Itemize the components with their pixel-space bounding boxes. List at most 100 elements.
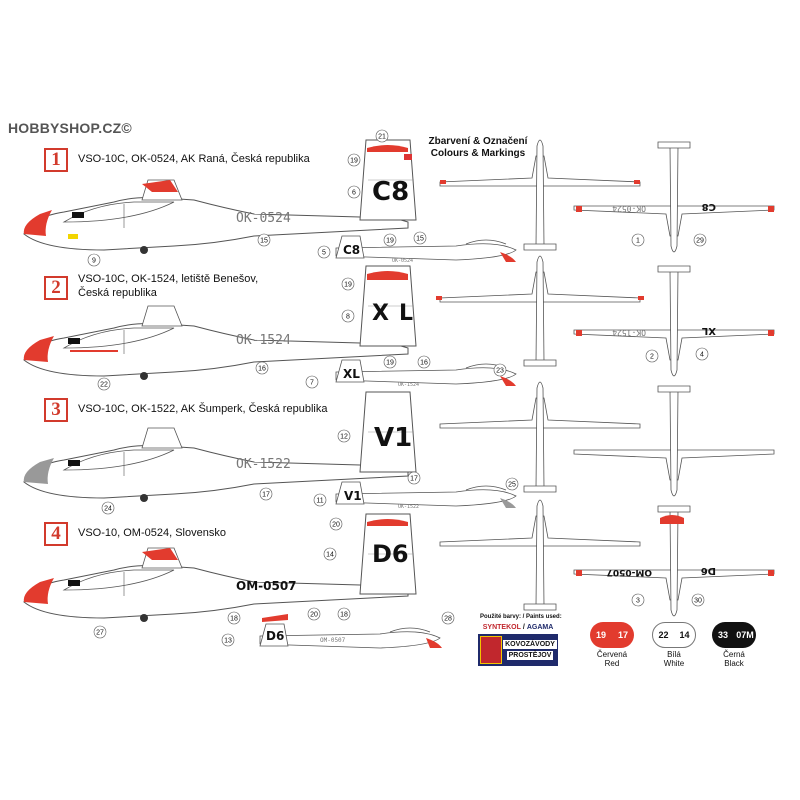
swatch-name-en: Red [604, 659, 620, 668]
callout: 4 [695, 347, 709, 361]
callout-label: 5 [322, 250, 326, 257]
wing-tip-red [576, 570, 582, 576]
callouts: 21 19 6 9 15 5 19 15 1 29 19 8 22 16 7 1… [87, 129, 709, 647]
callout-label: 19 [386, 360, 394, 367]
callout-label: 4 [700, 352, 704, 359]
callout-label: 15 [416, 236, 424, 243]
callout: 25 [505, 477, 519, 491]
swatch-name-en: White [663, 659, 685, 668]
tail-code-4: D6 [372, 540, 409, 568]
flag-marking [404, 154, 412, 160]
small-tail-code-4: D6 [266, 629, 284, 643]
callout-label: 8 [346, 314, 350, 321]
swatch-code-b: 14 [679, 630, 690, 640]
caption-line: VSO-10C, OK-1522, AK Šumperk, Česká repu… [78, 403, 328, 415]
scheme-4-small-view: D6 OM-0507 [259, 614, 442, 649]
title-czech: Zbarvení & Označení [428, 136, 528, 147]
wing-tip-red [436, 296, 442, 300]
scheme-3-side-view: OK-1522 V1 [23, 391, 417, 503]
callout-label: 23 [496, 368, 504, 375]
swatch-name-en: Black [724, 659, 744, 668]
callout-label: 18 [230, 616, 238, 623]
scheme-number-3: 3 [44, 398, 68, 422]
scheme-3-plan-views [439, 381, 775, 497]
tail-code-1: C8 [372, 177, 409, 207]
callout-label: 13 [224, 638, 232, 645]
brand-agama: AGAMA [526, 623, 554, 631]
swatch-name-cz: Bílá [667, 650, 681, 659]
wing-tip-red [634, 180, 640, 184]
wing-tip-red [768, 330, 774, 336]
callout-label: 29 [696, 238, 704, 245]
scheme-1-side-view: OK-0524 C8 [23, 139, 417, 255]
paint-maker-badge: KOVOZÁVODY PROSTĚJOV [478, 634, 558, 666]
callout: 8 [341, 309, 355, 323]
callout-label: 16 [258, 366, 266, 373]
wing-tip-red [768, 206, 774, 212]
fin-tip-red [367, 145, 408, 152]
swatch-code-a: 22 [658, 630, 669, 640]
callout: 18 [337, 607, 351, 621]
brand-syntekol: SYNTEKOL [482, 623, 521, 631]
caption-line: VSO-10, OM-0524, Slovensko [78, 527, 226, 539]
swatch-white: 22 14 [652, 622, 696, 648]
callout: 30 [691, 593, 705, 607]
wing-tip-red [440, 180, 446, 184]
canopy-fairing-red [142, 548, 178, 560]
callout: 12 [337, 429, 351, 443]
callout: 2 [645, 349, 659, 363]
swatch-name-cz: Červená [596, 650, 628, 659]
scheme-2-side-view: OK-1524 XL [23, 265, 423, 381]
callout-label: 19 [350, 158, 358, 165]
plan-registration-2: OK-1524 [612, 328, 646, 337]
callout: 14 [323, 547, 337, 561]
nose-red [23, 578, 54, 604]
callout: 15 [257, 233, 271, 247]
callout: 24 [101, 501, 115, 515]
tail-code-2: XL [372, 301, 423, 326]
nose-red [23, 210, 52, 236]
scheme-caption-1: VSO-10C, OK-0524, AK Raná, Česká republi… [78, 152, 310, 166]
nose-grey [23, 458, 54, 484]
cockpit-marking [68, 338, 80, 344]
callout-label: 20 [310, 612, 318, 619]
small-registration-4: OM-0507 [320, 637, 346, 644]
swatch-code-b: 17 [617, 630, 628, 640]
callout: 7 [305, 375, 319, 389]
swatch-red-name: Červená Red [587, 650, 637, 668]
side-registration-3: OK-1522 [236, 457, 291, 472]
swatch-code-a: 33 [717, 630, 728, 640]
wing-tip-red [638, 296, 644, 300]
fin-tip-red [367, 271, 408, 280]
swatch-white-name: Bílá White [649, 650, 699, 668]
callout-label: 11 [316, 498, 323, 505]
caption-line: Česká republika [78, 287, 157, 299]
callout-label: 21 [378, 134, 386, 141]
callout-label: 22 [100, 382, 108, 389]
small-registration-3: OK-1522 [398, 504, 419, 510]
small-tail-code-3: V1 [344, 489, 362, 503]
callout-label: 19 [386, 238, 394, 245]
maker-line-2: PROSTĚJOV [506, 651, 554, 660]
callout: 17 [259, 487, 273, 501]
scheme-caption-3: VSO-10C, OK-1522, AK Šumperk, Česká repu… [78, 402, 327, 416]
callout: 20 [307, 607, 321, 621]
callout: 20 [329, 517, 343, 531]
title-english: Colours & Markings [430, 148, 526, 159]
callout: 16 [417, 355, 431, 369]
plan-tail-2: XL [701, 325, 716, 336]
callout-label: 7 [310, 380, 314, 387]
brand-separator: / [522, 623, 525, 631]
callout-label: 3 [636, 598, 640, 605]
callout: 27 [93, 625, 107, 639]
small-nose-red [426, 638, 442, 648]
plan-tail-1: C8 [702, 201, 716, 212]
maker-logo-icon [480, 636, 502, 664]
callout: 19 [341, 277, 355, 291]
cockpit-marking [68, 460, 80, 466]
scheme-number-4: 4 [44, 522, 68, 546]
scheme-4-side-view: OM-0507 D6 [23, 513, 417, 623]
swatch-black-name: Černá Black [709, 650, 759, 668]
